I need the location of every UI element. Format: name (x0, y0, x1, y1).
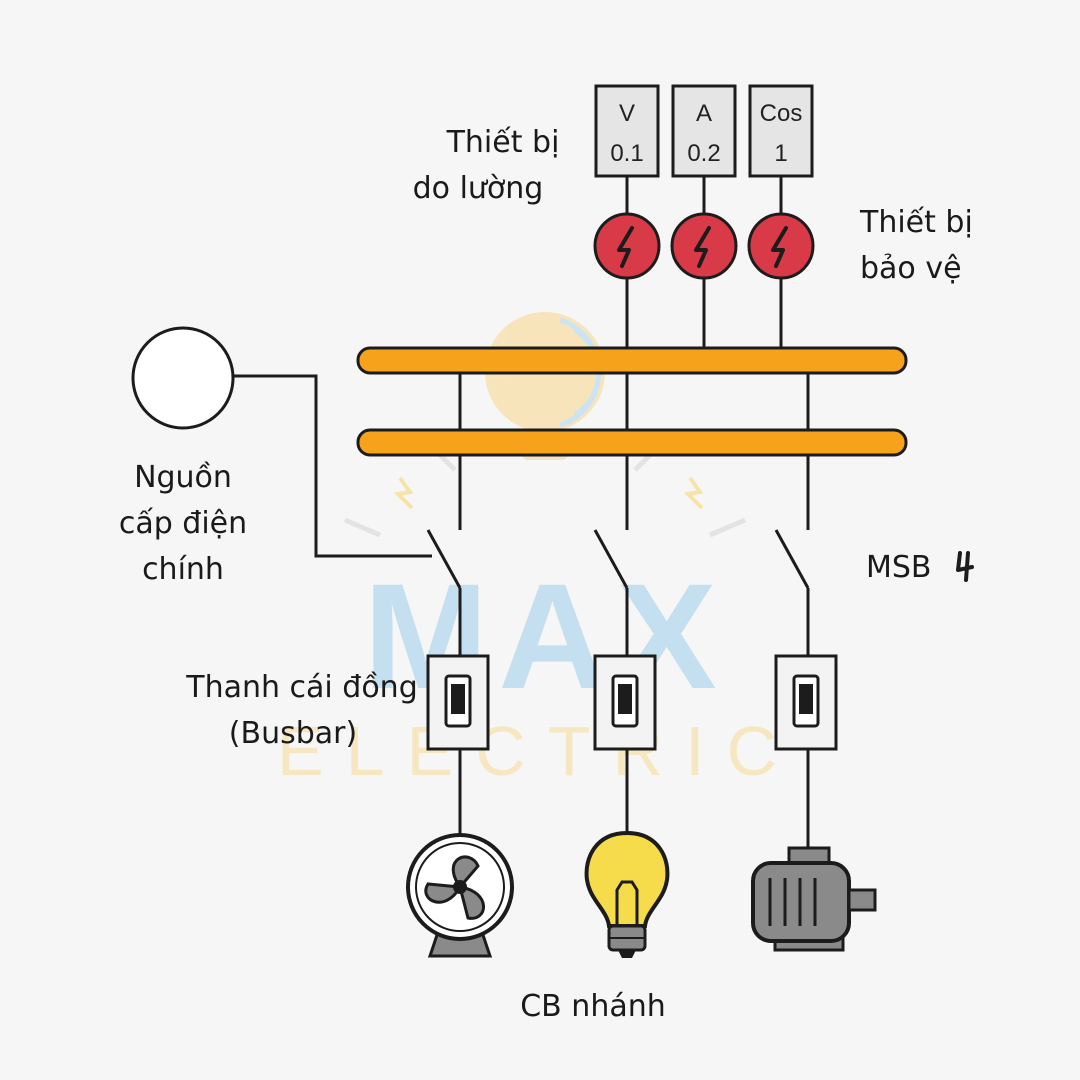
fan-icon (406, 833, 514, 958)
meter-v: V 0.1 (594, 84, 660, 178)
main-power-source (131, 326, 432, 558)
msb-lightning-icon (956, 551, 974, 582)
meter-a: A 0.2 (671, 84, 737, 178)
lightning-bolt-icon (771, 226, 788, 268)
motor-icon (751, 846, 877, 952)
branch-cb-1 (426, 654, 490, 751)
label-measuring-devices: Thiết bị do lường (378, 120, 578, 212)
breaker-switches (426, 529, 810, 656)
label-protection-devices: Thiết bị bảo vệ (860, 200, 1070, 292)
light-bulb-icon (584, 830, 670, 958)
label-source-line-2: cấp điện (118, 506, 248, 541)
label-measuring-line-2: do lường (412, 171, 544, 206)
label-source-line-1: Nguồn (134, 460, 232, 495)
label-protection-line-2: bảo vệ (860, 251, 962, 286)
label-main-source: Nguồn cấp điện chính (98, 455, 268, 593)
label-busbar-line-1: Thanh cái đồng (186, 670, 418, 705)
label-source-line-3: chính (142, 552, 224, 587)
meter-a-value: 0.2 (687, 140, 720, 167)
load-wires (458, 749, 810, 850)
protection-device-2 (670, 212, 738, 280)
label-branch-cb: CB nhánh (520, 989, 666, 1024)
label-protection-line-1: Thiết bị (860, 205, 973, 240)
label-busbar-line-2: (Busbar) (228, 716, 358, 751)
meter-a-symbol: A (696, 100, 712, 127)
watermark-main: MAX (363, 552, 726, 720)
branch-cb-2 (593, 654, 657, 751)
meter-v-symbol: V (619, 100, 635, 127)
lightning-bolt-icon (694, 226, 711, 268)
protection-device-1 (593, 212, 661, 280)
meter-cos: Cos 1 (748, 84, 814, 178)
busbar-bottom (356, 428, 908, 457)
watermark-bulb-icon (344, 312, 746, 538)
lightning-bolt-icon (617, 226, 634, 268)
busbar-top (356, 346, 908, 375)
protection-device-3 (747, 212, 815, 280)
meter-wires (625, 176, 783, 350)
meter-cos-symbol: Cos (760, 100, 803, 127)
meter-v-value: 0.1 (610, 140, 643, 167)
label-measuring-line-1: Thiết bị (446, 125, 560, 160)
watermark-sub: ELECTRIC (277, 712, 799, 790)
branch-cb-3 (774, 654, 838, 751)
label-busbar: Thanh cái đồng (Busbar) (162, 665, 442, 757)
meter-cos-value: 1 (774, 140, 787, 167)
label-msb: MSB (866, 550, 932, 585)
